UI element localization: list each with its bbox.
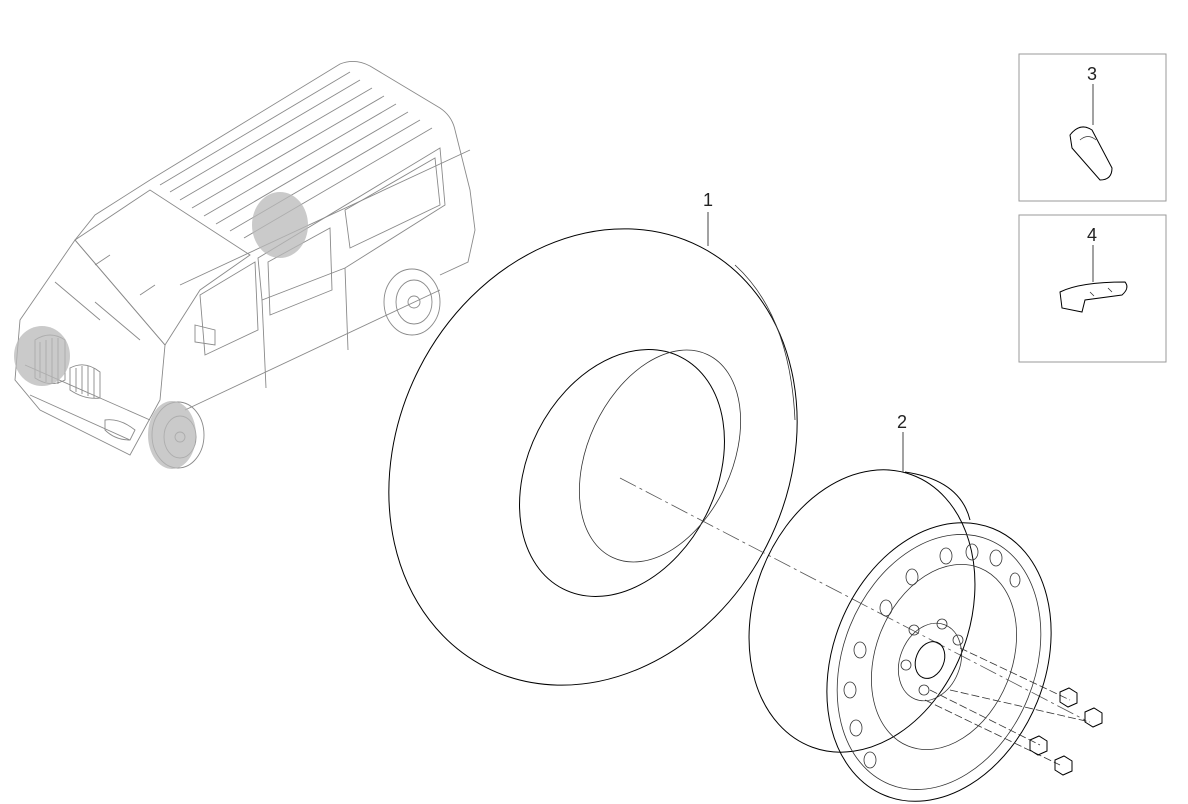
valve-stem[interactable] [1069, 126, 1113, 181]
highlight-front-wheel [148, 401, 196, 469]
leader-lines [707, 84, 1094, 472]
callout-1: 1 [703, 190, 713, 210]
callout-2: 2 [897, 412, 907, 432]
inset-box-weight [1018, 214, 1167, 363]
tire[interactable] [312, 158, 874, 756]
highlight-spare-area [252, 192, 308, 258]
van-illustration [14, 61, 476, 469]
callout-4: 4 [1087, 225, 1097, 245]
inset-box-valve [1018, 53, 1167, 202]
callout-3: 3 [1087, 64, 1097, 84]
wheel-rim[interactable] [711, 438, 1091, 804]
highlight-front-area [14, 326, 70, 386]
balance-weight[interactable] [1059, 281, 1128, 313]
lug-nuts[interactable] [924, 647, 1103, 776]
